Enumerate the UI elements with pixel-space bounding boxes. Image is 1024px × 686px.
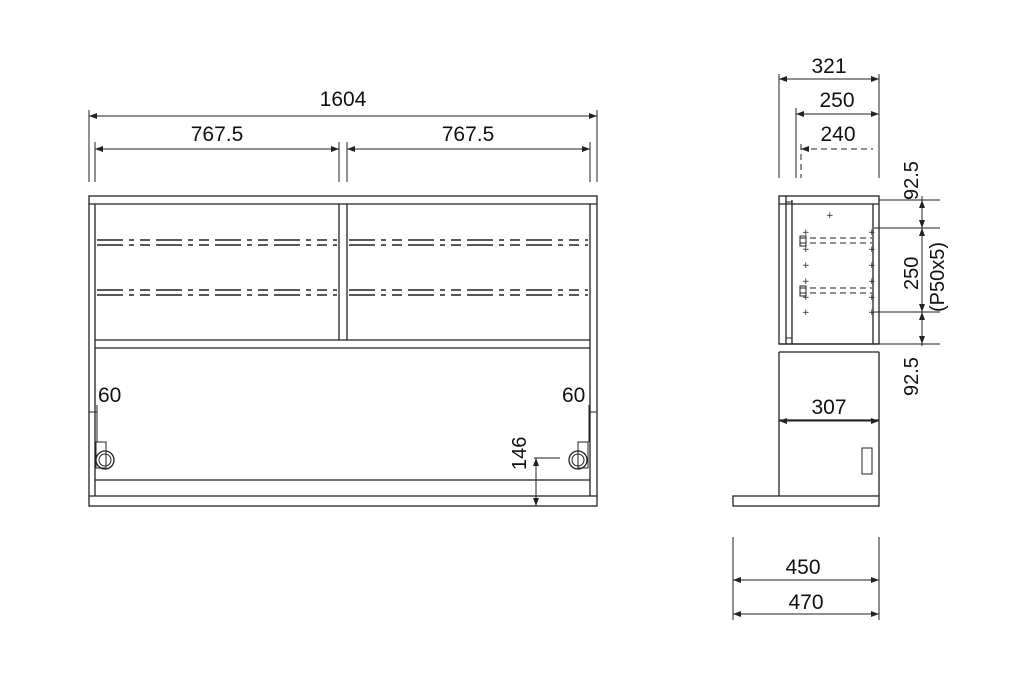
top-depth-dimension: 321 (778, 55, 880, 178)
shelf-pitch-note: (P50x5) (927, 242, 949, 312)
overall-depth-label: 470 (788, 591, 823, 614)
right-bay-width-label: 767.5 (442, 123, 495, 146)
svg-text:+: + (868, 293, 876, 303)
right-bay-dimension: 767.5 (346, 123, 591, 182)
front-cabinet-body (88, 195, 598, 507)
top-margin-label: 92.5 (901, 161, 923, 200)
left-bay-width-label: 767.5 (191, 123, 244, 146)
shelf-depth-label: 240 (820, 123, 855, 146)
bottom-height-label: 146 (509, 437, 531, 470)
vertical-dimensions: 92.5 250 (P50x5) 92.5 (874, 161, 949, 396)
top-depth-label: 321 (811, 55, 846, 78)
svg-text:+: + (868, 228, 876, 238)
left-hole-offset-label: 60 (98, 384, 121, 407)
side-cabinet-body: + (732, 195, 880, 507)
front-view: 1604 767.5 767.5 (88, 88, 598, 507)
top-pin-mark: + (826, 211, 834, 221)
base-depth-label: 450 (785, 556, 820, 579)
svg-text:+: + (868, 261, 876, 271)
svg-text:+: + (802, 228, 810, 238)
right-hole-offset-label: 60 (562, 384, 585, 407)
front-shelf-hidden-lines (97, 239, 588, 296)
svg-text:+: + (868, 245, 876, 255)
overall-width-dimension: 1604 (88, 88, 598, 182)
svg-text:+: + (802, 277, 810, 287)
lower-depth-dimension: 307 (779, 396, 879, 424)
left-bay-dimension: 767.5 (94, 123, 340, 182)
lower-depth-label: 307 (811, 396, 846, 419)
upper-depth-label: 250 (819, 89, 854, 112)
shelf-pitch-label: 250 (901, 257, 923, 290)
svg-text:+: + (868, 308, 876, 318)
overall-depth-dimension: 470 (733, 591, 879, 617)
left-cable-hole: 60 (88, 384, 121, 470)
side-view: 321 250 240 (732, 55, 949, 620)
base-depth-dimension: 450 (732, 537, 880, 620)
right-cable-hole: 60 (562, 384, 598, 470)
overall-width-label: 1604 (320, 88, 367, 111)
shelf-depth-dimension: 240 (800, 123, 873, 178)
svg-text:+: + (868, 277, 876, 287)
svg-text:+: + (802, 308, 810, 318)
svg-text:+: + (802, 261, 810, 271)
upper-depth-dimension: 250 (795, 89, 879, 178)
side-shelf-hidden-lines: + + + + + + + + + + + + (799, 228, 876, 318)
bottom-height-dimension: 146 (509, 437, 560, 506)
svg-text:+: + (802, 293, 810, 303)
svg-text:+: + (802, 245, 810, 255)
bottom-margin-label: 92.5 (901, 357, 923, 396)
